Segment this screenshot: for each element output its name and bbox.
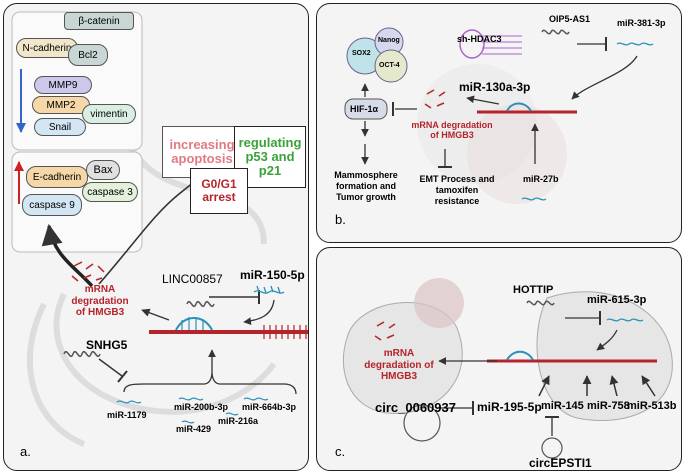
tumor-shape: [414, 278, 464, 328]
mrna-degradation-label-b: mRNA degradation of HMGB3: [411, 120, 493, 140]
hottip-label: HOTTIP: [513, 284, 554, 296]
lung-left-shape: [342, 302, 463, 414]
mir130-label: miR-130a-3p: [459, 80, 531, 94]
circepsti1-label: circEPSTI1: [529, 456, 592, 470]
caspase3-label: caspase 3: [82, 182, 138, 202]
vimentin-label: vimentin: [82, 104, 136, 124]
mir615-label: miR-615-3p: [587, 294, 647, 306]
beta-catenin-label: β-catenin: [64, 12, 134, 30]
snail-label: Snail: [34, 118, 86, 136]
hif-label: HIF-1α: [350, 104, 379, 114]
circ0060937-icon: [403, 404, 441, 442]
sh-hdac3-label: sh-HDAC3: [457, 34, 502, 44]
panel-a-label: a.: [20, 444, 31, 459]
e-cadherin-label: E-cadherin: [26, 166, 88, 188]
panel-c-graphics: [342, 278, 673, 459]
mrna-fragments-b: [424, 89, 446, 109]
mir381-label: miR-381-3p: [617, 18, 666, 28]
g0g1-arrest-box: G0/G1 arrest: [190, 168, 248, 214]
linc-lncrna-icon: [186, 301, 215, 307]
arrow-to-boxes: [98, 153, 230, 285]
mirna-brace: [123, 371, 297, 395]
panel-a: β-catenin N-cadherin Bcl2 MMP9 MMP2 vime…: [3, 3, 309, 471]
panel-b-label: b.: [335, 212, 346, 227]
snhg5-label: SNHG5: [86, 338, 128, 352]
mir429-label: miR-429: [176, 424, 212, 434]
mrna-strand-ticks: [263, 325, 307, 339]
mir27b-label: miR-27b: [523, 174, 559, 184]
mammosphere-label: Mammosphere formation and Tumor growth: [334, 170, 398, 202]
mir200b-label: miR-200b-3p: [174, 402, 229, 412]
bound-mirna-c-icon: [506, 350, 534, 361]
mir27b-icon: [521, 197, 547, 201]
mir216a-label: miR-216a: [218, 416, 259, 426]
oip5-label: OIP5-AS1: [549, 14, 591, 24]
n-cadherin-label: N-cadherin: [16, 38, 78, 58]
mir513b-label: miR-513b: [627, 400, 677, 412]
mir150-label: miR-150-5p: [240, 268, 305, 282]
panel-c: HOTTIP miR-615-3p mRNA degradation of HM…: [316, 247, 682, 471]
snhg5-lncrna-icon: [63, 351, 101, 357]
oip5-lncrna-icon: [541, 29, 570, 35]
bound-mirna-icon: [175, 317, 213, 331]
oct4-label: OCT-4: [379, 62, 400, 69]
bound-mir130-icon: [506, 102, 532, 112]
panel-c-label: c.: [335, 444, 346, 459]
mir381-icon: [616, 42, 654, 46]
linc00857-label: LINC00857: [162, 272, 223, 286]
circ0060937-label: circ_0060937: [375, 400, 456, 415]
emt-label: EMT Process and tamoxifen resistance: [419, 174, 495, 206]
bax-label: Bax: [86, 160, 120, 180]
arrow-to-group2: [41, 223, 94, 288]
panel-b-graphics: [344, 27, 654, 204]
circepsti1-icon: [541, 437, 563, 459]
mrna-degradation-label-a: mRNA degradation of HMGB3: [71, 284, 129, 318]
mir195-label: miR-195-5p: [477, 400, 542, 414]
sh-hdac3-icon: [459, 29, 485, 59]
arrow-to-degradation: [141, 308, 170, 321]
snhg5-inhibit-line: [98, 358, 123, 377]
mir1179-label: miR-1179: [107, 410, 147, 420]
mir664b-label: miR-664b-3p: [242, 402, 297, 412]
panel-a-graphics: [11, 11, 308, 447]
arrow-mir150-to-strand: [243, 299, 275, 325]
caspase9-label: caspase 9: [22, 194, 82, 216]
hottip-lncrna-icon: [526, 300, 555, 306]
bcl2-label: Bcl2: [68, 44, 108, 66]
panel-b: SOX2 Nanog OCT-4 HIF-1α sh-HDAC3 OIP5-AS…: [316, 3, 682, 243]
mrna-degradation-label-c: mRNA degradation of HMGB3: [364, 348, 434, 382]
mrna-fragments-c: [374, 321, 396, 341]
mir615-icon: [606, 318, 644, 322]
mir150-icon: [253, 285, 285, 294]
mmp9-label: MMP9: [34, 76, 92, 94]
mir145-label: miR-145: [541, 400, 584, 412]
mirna-icons: [116, 397, 269, 424]
sox2-label: SOX2: [352, 50, 371, 57]
mrna-fragments-icon: [71, 261, 105, 282]
nanog-label: Nanog: [378, 37, 400, 44]
mir758-label: miR-758: [587, 400, 630, 412]
hif-box: [344, 98, 388, 120]
oct4-bubble: [374, 49, 408, 83]
lung-right-shape: [536, 291, 673, 421]
